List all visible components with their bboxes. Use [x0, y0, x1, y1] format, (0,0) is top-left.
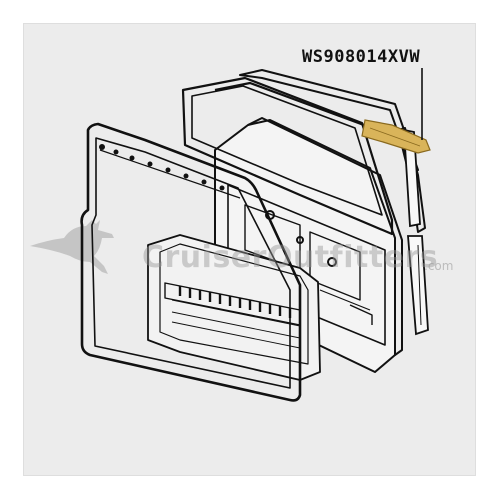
seal-clips [99, 144, 225, 191]
highlighted-weatherstrip [361, 119, 431, 154]
watermark-text: CruiserOutfitters [142, 240, 439, 275]
trim-panel-slots [178, 286, 292, 318]
door-trim-panel [147, 234, 321, 381]
kangaroo-icon [30, 220, 114, 274]
watermark-suffix: .com [424, 259, 454, 273]
vertical-seal-strips [403, 128, 429, 336]
door-opening-seal [80, 122, 302, 402]
part-number-label: WS908014XVW [302, 47, 421, 67]
window-frame-seal [181, 76, 394, 236]
